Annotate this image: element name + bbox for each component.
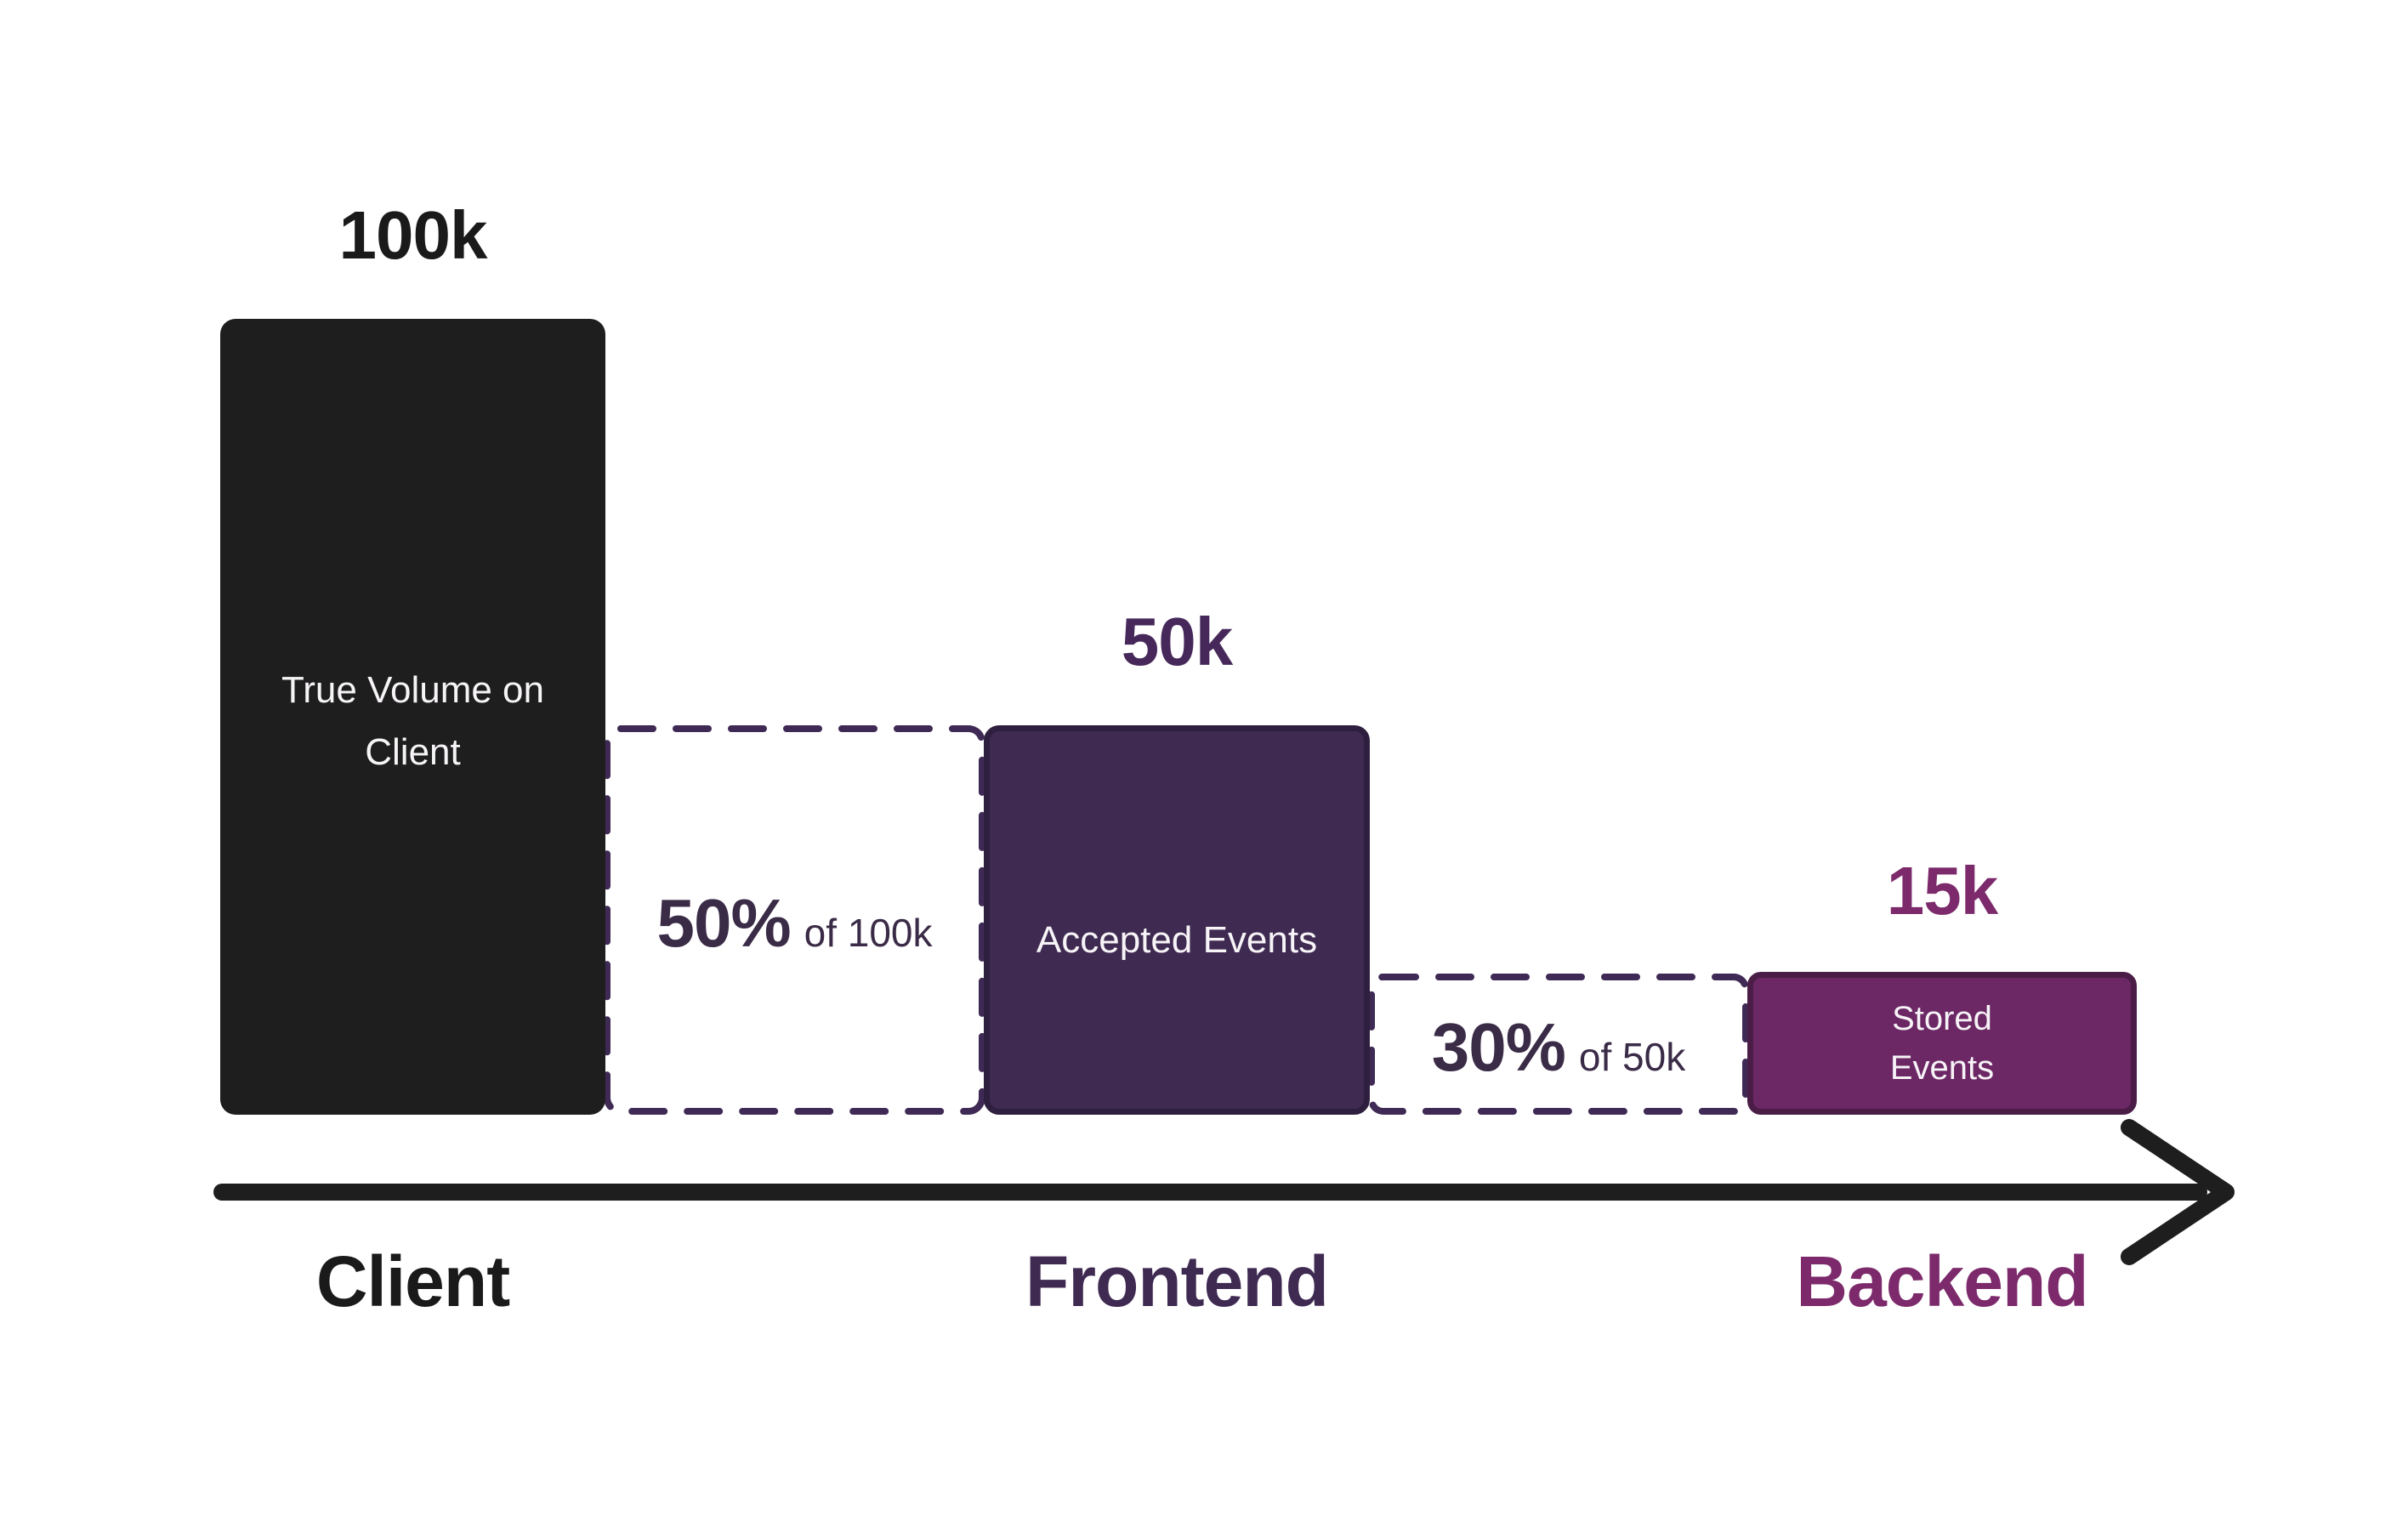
axis-label-client: Client (315, 1241, 510, 1321)
backend-stored-bar: Stored Events (1747, 972, 2137, 1115)
value-label-backend: 15k (1886, 853, 1998, 929)
value-label-frontend: 50k (1121, 604, 1233, 679)
frontend-accepted-bar: Accepted Events (984, 725, 1370, 1115)
backend-bar-label: Stored Events (1889, 1000, 1995, 1087)
flow-arrowhead-icon (2121, 1119, 2235, 1265)
drop-of-2: of 50k (1578, 1035, 1686, 1079)
drop-annotation-frontend-to-backend: 30% of 50k (1372, 1008, 1746, 1087)
value-label-client: 100k (338, 197, 488, 273)
axis-label-backend: Backend (1796, 1241, 2088, 1321)
client-bar-label: True Volume on Client (281, 669, 544, 773)
frontend-bar-label: Accepted Events (1036, 919, 1318, 961)
drop-pct-1: 50% (656, 885, 791, 961)
drop-annotation-client-to-frontend: 50% of 100k (607, 884, 982, 963)
drop-pct-2: 30% (1431, 1009, 1566, 1085)
drop-of-1: of 100k (804, 911, 933, 955)
axis-label-frontend: Frontend (1025, 1241, 1329, 1321)
client-volume-bar: True Volume on Client (220, 319, 605, 1115)
